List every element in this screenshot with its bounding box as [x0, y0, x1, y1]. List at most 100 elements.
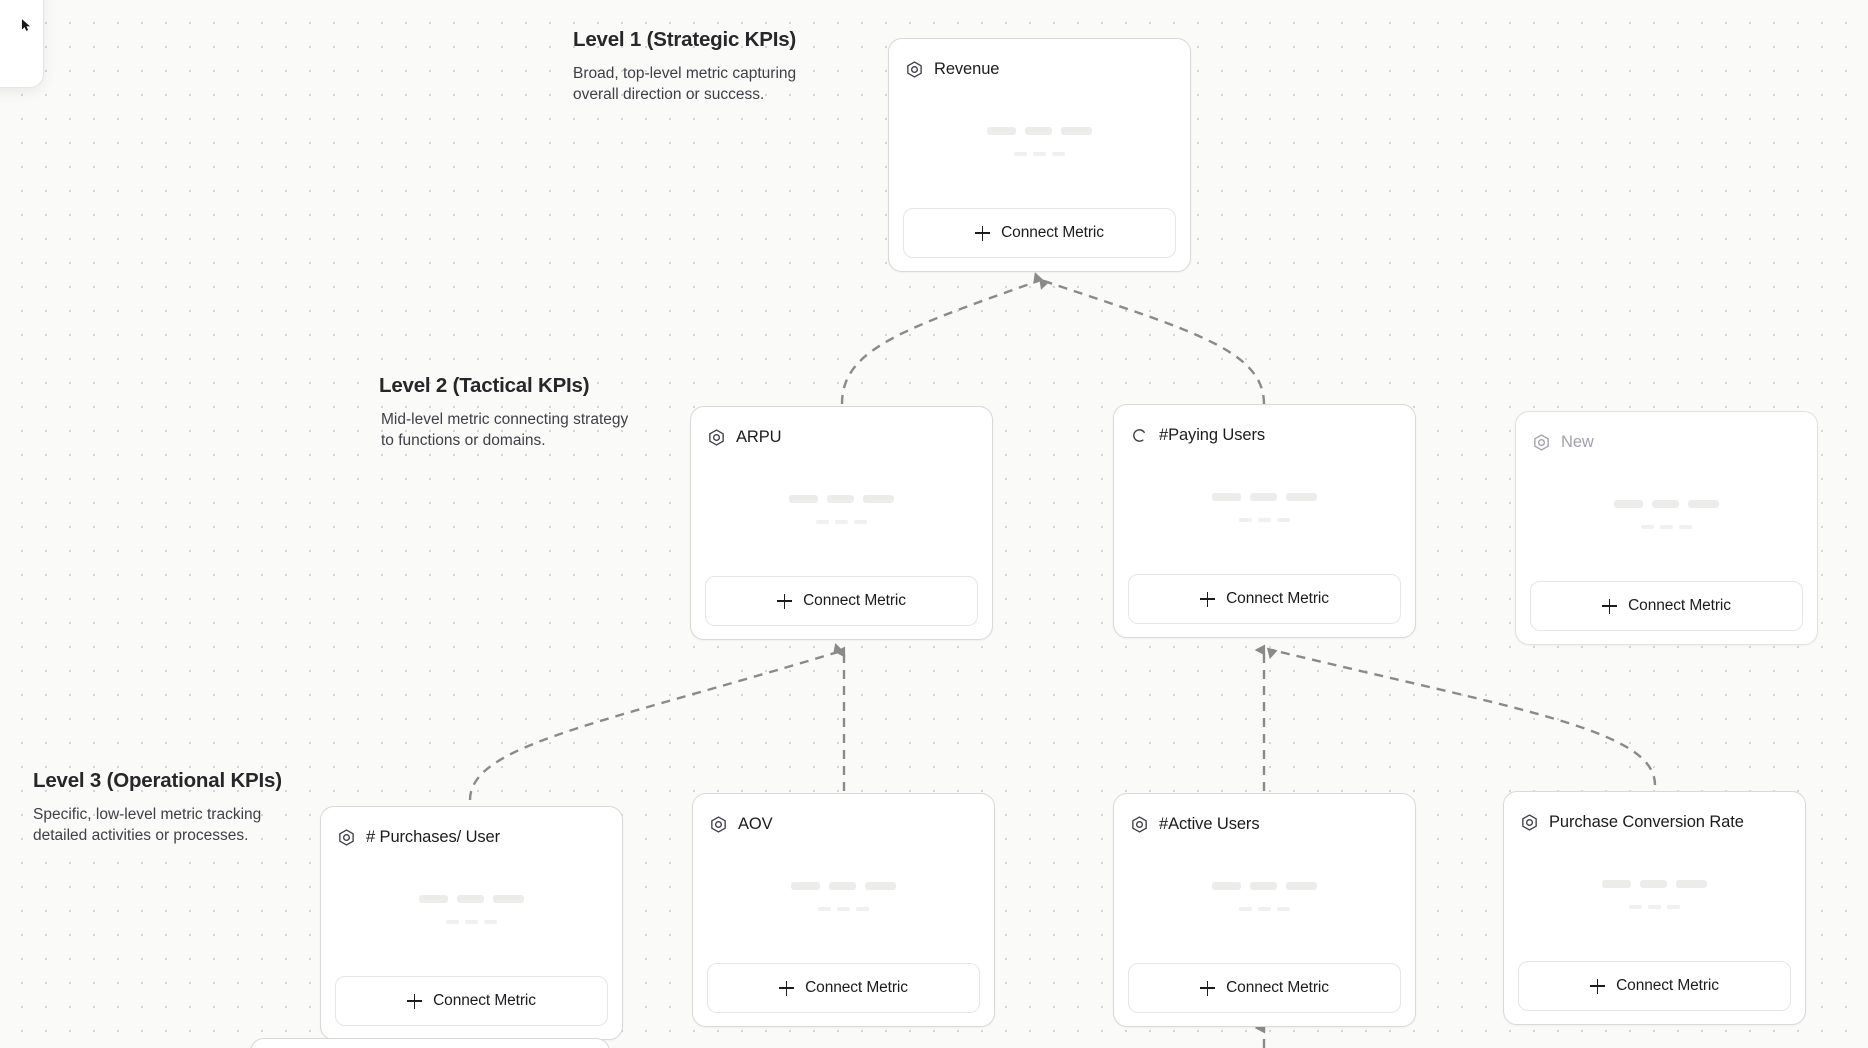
hexagon-metric-icon [337, 828, 356, 847]
skeleton-row-secondary [1641, 525, 1692, 529]
skeleton-bar [1025, 127, 1052, 135]
card-skeleton-body [1128, 838, 1401, 963]
skeleton-row-primary [419, 895, 524, 903]
level-1-label-group: Level 1 (Strategic KPIs) Broad, top-leve… [573, 28, 823, 105]
skeleton-row-primary [1212, 882, 1317, 890]
connect-metric-button[interactable]: Connect Metric [903, 208, 1176, 258]
plus-icon [1602, 598, 1618, 614]
metric-card-arpu[interactable]: ARPU Connect Metric [690, 406, 993, 640]
skeleton-bar [1258, 907, 1271, 911]
skeleton-bar [1676, 880, 1707, 888]
skeleton-row-primary [987, 127, 1092, 135]
floating-toolbar-panel[interactable] [0, 0, 44, 88]
metric-card-active-users[interactable]: #Active Users Connect Metric [1113, 793, 1416, 1027]
skeleton-bar [1212, 882, 1241, 890]
skeleton-bar [1629, 905, 1642, 909]
card-skeleton-body [1518, 836, 1791, 961]
card-skeleton-body [705, 451, 978, 576]
skeleton-bar [446, 920, 459, 924]
skeleton-row-secondary [818, 907, 869, 911]
card-title: # Purchases/ User [366, 828, 501, 846]
card-title: ARPU [736, 428, 782, 446]
card-header: New [1530, 426, 1803, 456]
connect-metric-label: Connect Metric [1001, 224, 1104, 241]
card-header: Revenue [903, 53, 1176, 83]
connect-metric-button[interactable]: Connect Metric [1518, 961, 1791, 1011]
skeleton-bar [1250, 493, 1277, 501]
connect-metric-label: Connect Metric [1628, 597, 1731, 614]
skeleton-bar [863, 495, 894, 503]
plus-icon [407, 993, 423, 1009]
level-3-description: Specific, low-level metric tracking deta… [33, 806, 262, 845]
connect-metric-label: Connect Metric [1616, 977, 1719, 994]
skeleton-bar [1250, 882, 1277, 890]
edge-paying-users-to-revenue [1039, 278, 1266, 405]
skeleton-row-primary [791, 882, 896, 890]
connect-metric-button[interactable]: Connect Metric [1128, 963, 1401, 1013]
level-1-title: Level 1 (Strategic KPIs) [573, 28, 797, 51]
skeleton-bar [827, 495, 854, 503]
card-skeleton-body [335, 851, 608, 976]
metric-card-paying-users[interactable]: #Paying Users Connect Metric [1113, 404, 1416, 638]
metric-card-new[interactable]: New Connect Metric [1515, 411, 1818, 645]
level-2-description: Mid-level metric connecting strategy to … [381, 411, 629, 450]
skeleton-bar [1052, 152, 1065, 156]
edge-purchases-to-arpu [468, 643, 844, 801]
skeleton-bar [1641, 525, 1654, 529]
connect-metric-button[interactable]: Connect Metric [1128, 574, 1401, 624]
skeleton-bar [854, 520, 867, 524]
skeleton-bar [856, 907, 869, 911]
level-2-title: Level 2 (Tactical KPIs) [379, 374, 590, 397]
skeleton-row-secondary [1239, 518, 1290, 522]
metric-card-offscreen-bottom[interactable] [250, 1038, 610, 1048]
level-2-label-group: Level 2 (Tactical KPIs) Mid-level metric… [379, 374, 629, 451]
cursor-pointer-icon[interactable] [19, 18, 33, 32]
connect-metric-button[interactable]: Connect Metric [1530, 581, 1803, 631]
hexagon-metric-icon [1130, 815, 1149, 834]
metric-card-purchase-conversion-rate[interactable]: Purchase Conversion Rate Connect Metric [1503, 791, 1806, 1025]
hexagon-metric-icon [707, 428, 726, 447]
metric-card-revenue[interactable]: Revenue Connect Metric [888, 38, 1191, 272]
skeleton-bar [1652, 500, 1679, 508]
skeleton-bar [1688, 500, 1719, 508]
edge-conversion-to-paying-users [1266, 647, 1657, 786]
metric-card-purchases-per-user[interactable]: # Purchases/ User Connect Metric [320, 806, 623, 1040]
hexagon-metric-icon [709, 815, 728, 834]
card-header: #Paying Users [1128, 419, 1401, 449]
skeleton-bar [1660, 525, 1673, 529]
connect-metric-label: Connect Metric [805, 979, 908, 996]
skeleton-bar [1286, 493, 1317, 501]
hexagon-metric-icon [1532, 433, 1551, 452]
connect-metric-label: Connect Metric [1226, 590, 1329, 607]
plus-icon [1200, 980, 1216, 996]
card-header: AOV [707, 808, 980, 838]
card-title: New [1561, 433, 1594, 451]
connect-metric-label: Connect Metric [1226, 979, 1329, 996]
skeleton-row-secondary [1629, 905, 1680, 909]
card-skeleton-body [1128, 449, 1401, 574]
skeleton-bar [465, 920, 478, 924]
skeleton-bar [457, 895, 484, 903]
skeleton-row-primary [1212, 493, 1317, 501]
plus-icon [975, 225, 991, 241]
level-3-title: Level 3 (Operational KPIs) [33, 769, 282, 792]
skeleton-bar [1239, 518, 1252, 522]
skeleton-bar [1667, 905, 1680, 909]
skeleton-bar [1061, 127, 1092, 135]
card-header: Purchase Conversion Rate [1518, 806, 1791, 836]
skeleton-bar [1602, 880, 1631, 888]
card-skeleton-body [707, 838, 980, 963]
connect-metric-button[interactable]: Connect Metric [705, 576, 978, 626]
level-1-description: Broad, top-level metric capturing overal… [573, 65, 797, 104]
card-title: Revenue [934, 60, 1000, 78]
plus-icon [779, 980, 795, 996]
card-title: AOV [738, 815, 773, 833]
connect-metric-button[interactable]: Connect Metric [335, 976, 608, 1026]
skeleton-bar [835, 520, 848, 524]
skeleton-bar [1286, 882, 1317, 890]
skeleton-bar [865, 882, 896, 890]
connect-metric-button[interactable]: Connect Metric [707, 963, 980, 1013]
skeleton-bar [493, 895, 524, 903]
metric-card-aov[interactable]: AOV Connect Metric [692, 793, 995, 1027]
